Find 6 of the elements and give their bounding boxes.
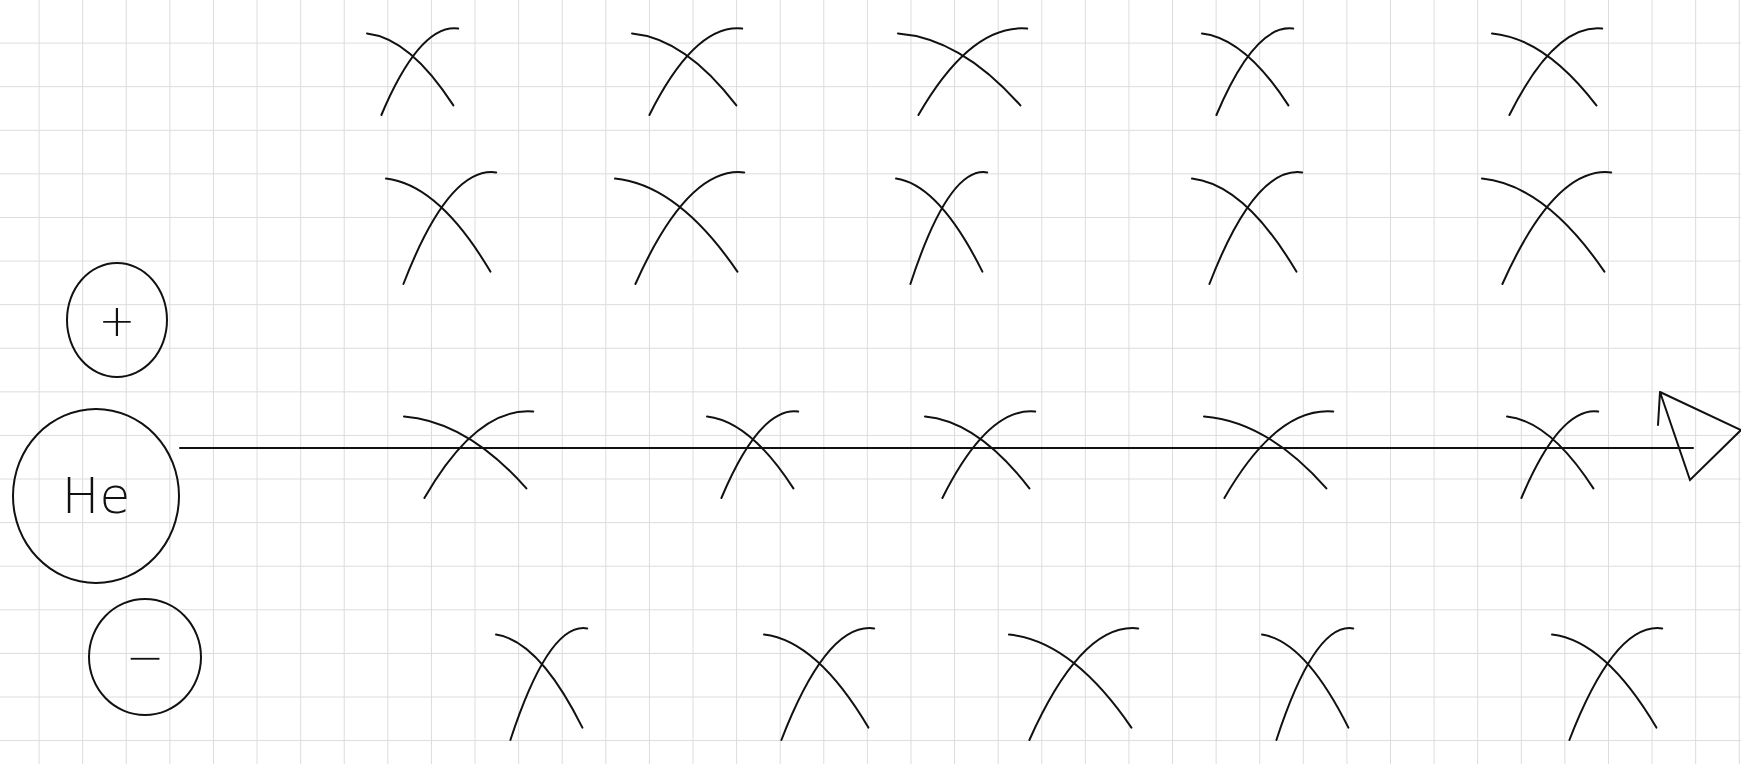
symbol-text: + <box>98 294 136 346</box>
circled-symbol <box>12 408 180 584</box>
circled-symbol <box>88 598 202 716</box>
circled-symbol <box>66 262 168 378</box>
symbol-text: − <box>125 630 165 684</box>
symbol-text: He <box>61 467 131 525</box>
